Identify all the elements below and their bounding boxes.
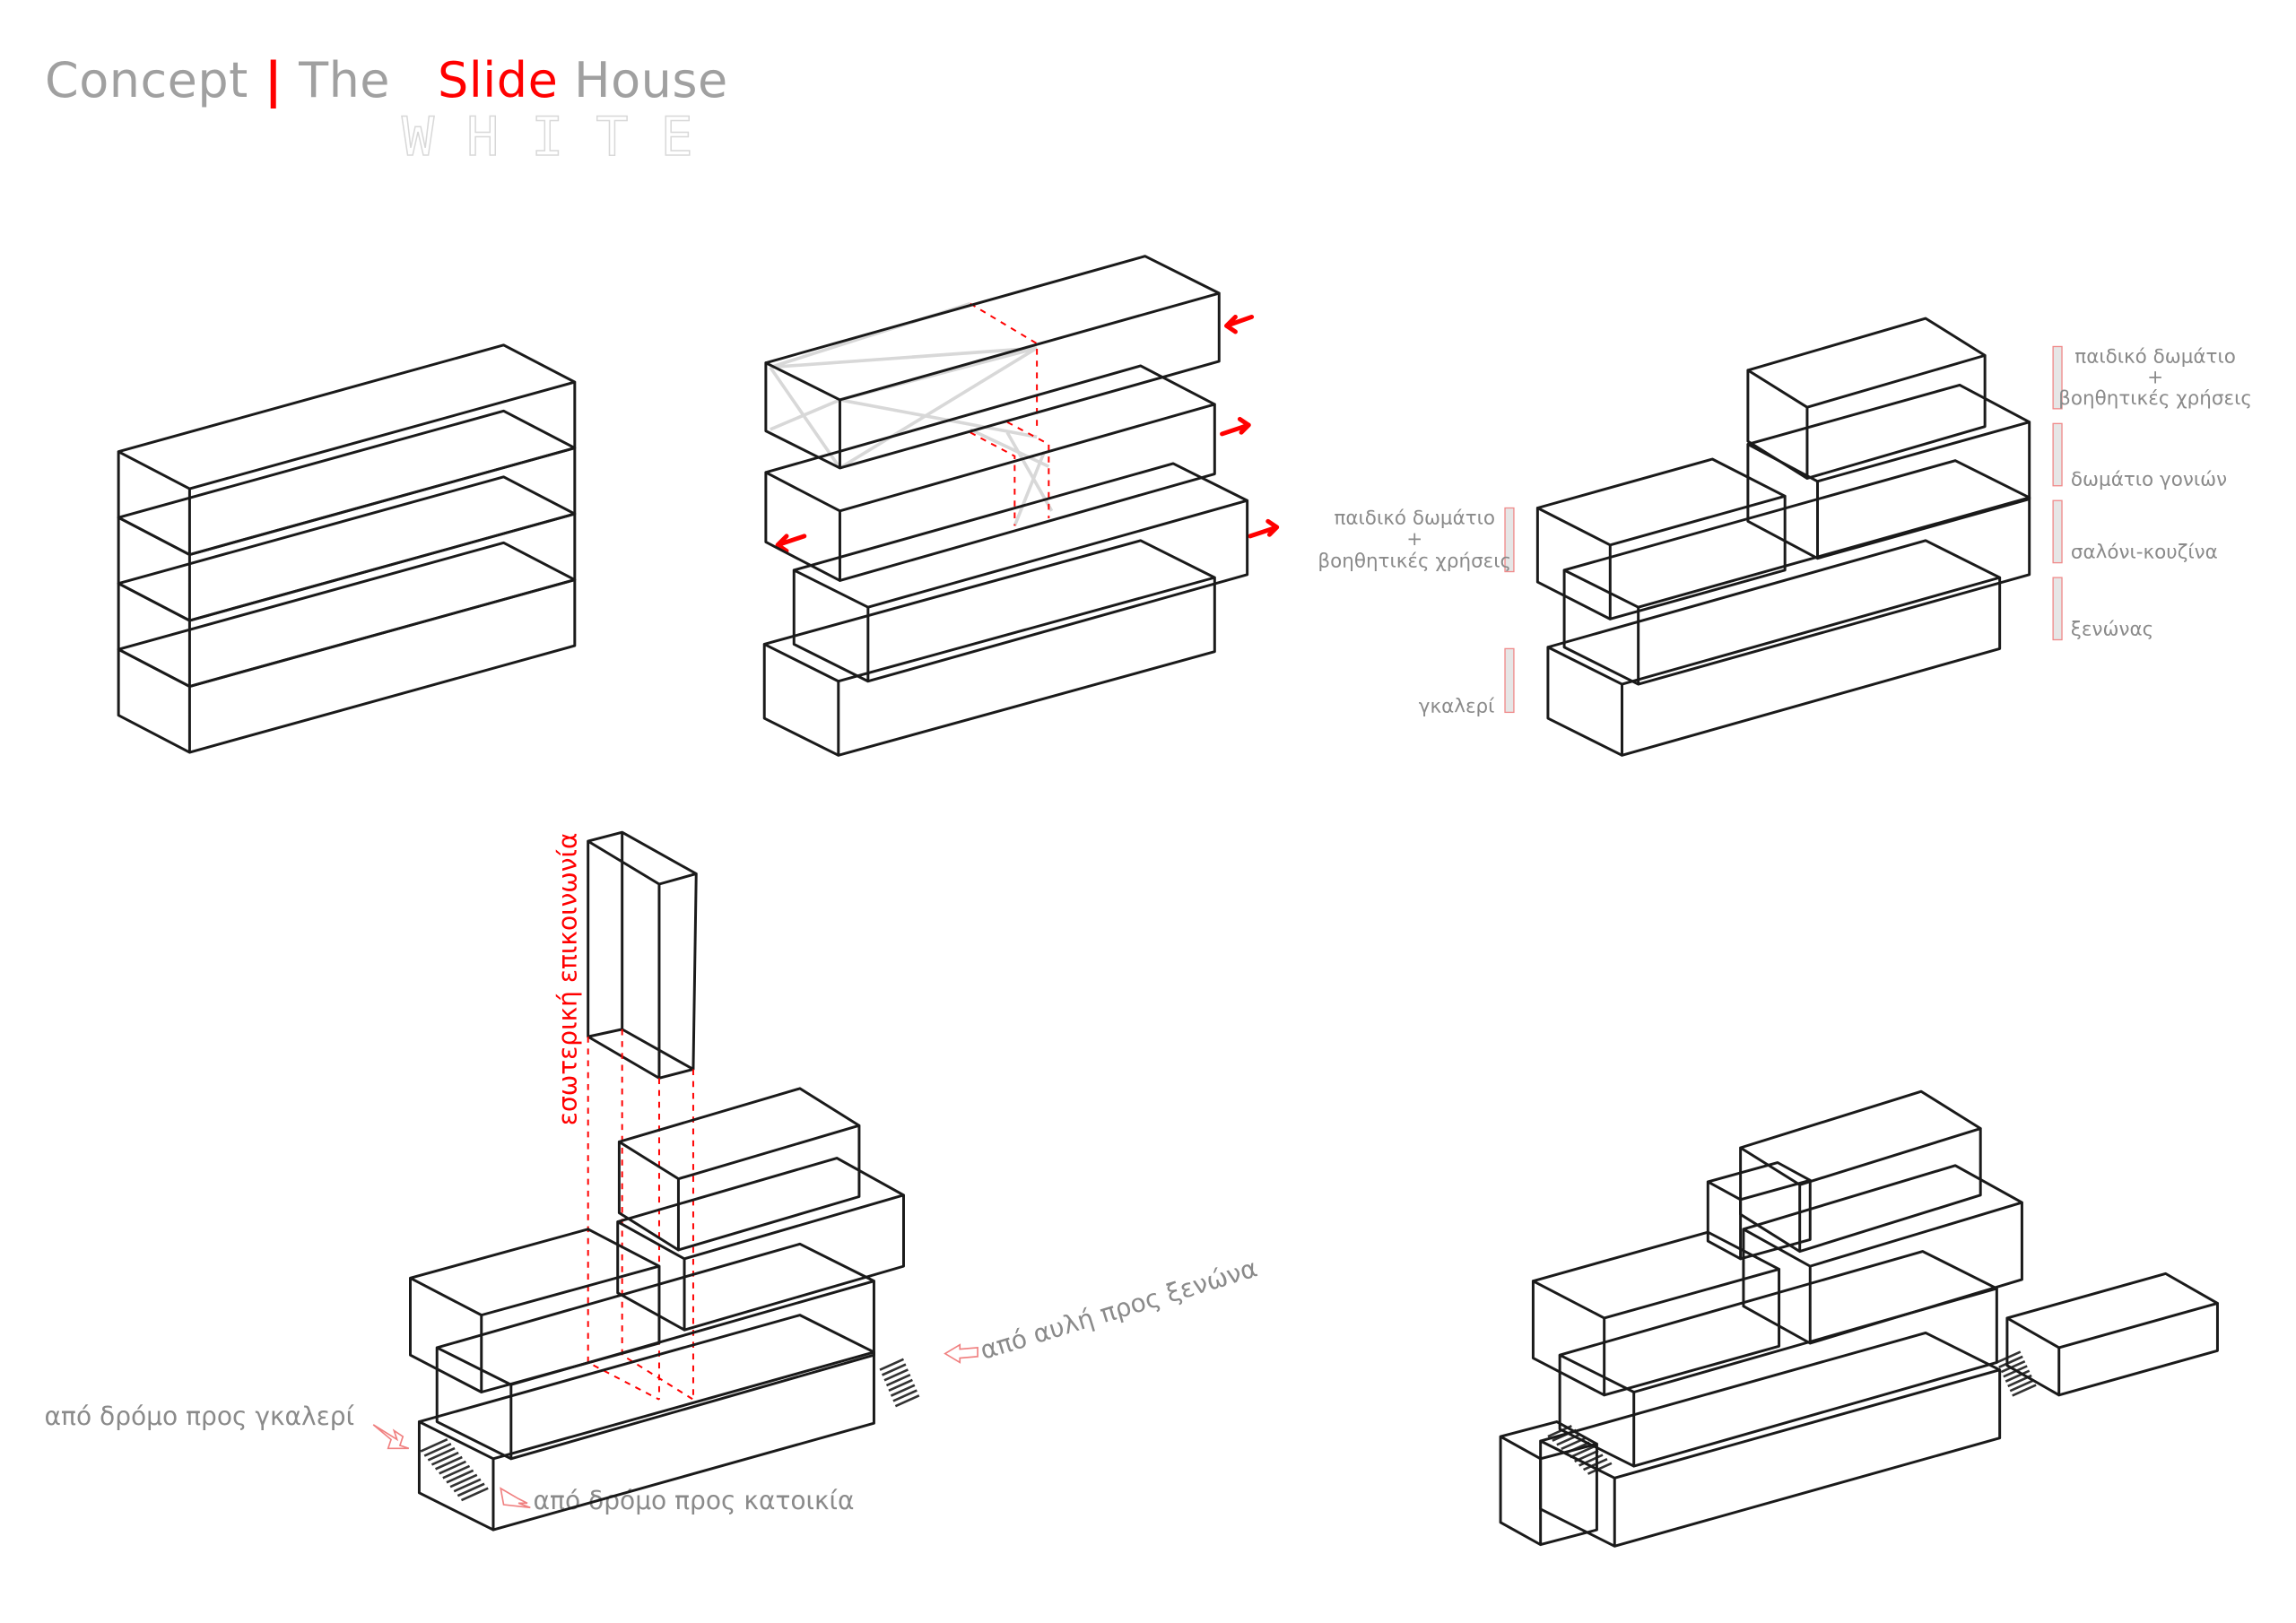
title-the: The [299, 52, 391, 108]
building-volume [1535, 457, 1787, 621]
hatch-line [888, 1378, 913, 1393]
building-volume [762, 539, 1216, 757]
red-dashed-cut [970, 302, 1050, 526]
ghost-diagonal [769, 301, 1054, 526]
building-volume [117, 541, 577, 754]
diagram-program: παιδικό δωμάτιο + βοηθητικές χρήσεις δωμ… [1318, 317, 2252, 757]
building-volume [616, 1157, 905, 1332]
building-volume [117, 409, 577, 622]
hatch-line [439, 1460, 466, 1475]
hatch-line [1556, 1433, 1581, 1446]
hatch-line [1570, 1445, 1595, 1459]
building-volume [792, 462, 1249, 683]
hatch-line [1583, 1457, 1608, 1471]
diagram-final-massing [1499, 1089, 2219, 1548]
building-volume [764, 364, 1216, 582]
hatch-line [885, 1373, 911, 1387]
building-volume [1539, 1331, 2002, 1548]
hatch-line [1587, 1462, 1613, 1475]
hatch-line [449, 1473, 478, 1488]
building-volume [1746, 317, 1987, 480]
label-child-room-left: παιδικό δωμάτιο [1334, 508, 1495, 530]
building-volume [1706, 1161, 1812, 1261]
label-bar [1504, 647, 1515, 714]
label-entry-guest: από αυλή προς ξενώνα [977, 1253, 1261, 1365]
hatch-line [894, 1394, 920, 1408]
hatch-line [1996, 1350, 2022, 1364]
building-volume [1562, 459, 2031, 686]
label-aux-uses: βοηθητικές χρήσεις [2058, 387, 2252, 410]
hatch-line [2005, 1369, 2031, 1383]
label-child-room: παιδικό δωμάτιο [2074, 346, 2236, 369]
building-volume [417, 1314, 875, 1532]
label-plus: + [2147, 367, 2163, 389]
label-plus: + [1406, 528, 1422, 551]
hatch-line [430, 1451, 459, 1466]
arrow-icon [775, 534, 807, 553]
entry-arrow-icon [500, 1487, 531, 1509]
label-bar [2052, 345, 2063, 410]
label-guest-room: ξενώνας [2071, 619, 2153, 641]
building-volume [1746, 383, 2031, 560]
arrow-icon [1248, 518, 1280, 539]
label-entry-home: από δρόμο προς κατοικία [534, 1486, 855, 1515]
building-volume [1499, 1420, 1598, 1547]
label-bar [2052, 422, 2063, 487]
building-volume [1739, 1089, 1982, 1254]
label-bar [2052, 577, 2063, 641]
label-bar [2052, 499, 2063, 564]
hatch-line [2000, 1359, 2026, 1374]
label-living-kitchen: σαλόνι-κουζίνα [2071, 542, 2218, 564]
title-slide: Slide [438, 52, 559, 108]
entry-arrow-icon [944, 1343, 978, 1364]
hatch-line [435, 1455, 463, 1471]
hatch-line [453, 1478, 482, 1493]
hatch-line [2009, 1379, 2035, 1393]
entry-arrow-icon [372, 1424, 410, 1450]
building-volume [617, 1087, 861, 1252]
arrow-icon [1224, 314, 1255, 334]
building-volume [117, 475, 577, 689]
hatch-line [1578, 1454, 1604, 1467]
hatch-line [460, 1487, 489, 1502]
building-volume [117, 343, 577, 557]
hatch-line [442, 1464, 471, 1480]
diagram-sliding-volumes [762, 255, 1280, 757]
building-volume [409, 1228, 661, 1393]
building-volume [1546, 539, 2002, 757]
hatch-line [427, 1446, 456, 1462]
label-internal-communication: εσωτερική επικοινωνία [552, 833, 582, 1126]
label-parents-room: δωμάτιο γονιών [2071, 469, 2227, 491]
label-bar [1504, 507, 1515, 573]
diagram-stacked-volumes [117, 343, 577, 754]
hatch-line [892, 1389, 918, 1402]
vertical-core-volume [587, 830, 698, 1080]
entrance-hatching [420, 1358, 920, 1502]
hatch-line [420, 1437, 448, 1453]
label-entry-gallery: από δρόμο προς γκαλερί [45, 1402, 355, 1431]
hatch-line [890, 1384, 916, 1397]
title-concept: Concept [45, 52, 248, 108]
building-volume [1531, 1230, 1781, 1397]
hatch-line [423, 1442, 452, 1457]
building-volume [764, 255, 1221, 470]
arrow-icon [1220, 416, 1251, 437]
diagram-circulation: εσωτερική επικοινωνία από δρόμο προς γκα… [45, 830, 1261, 1532]
page-title: Concept | The Slide House [45, 52, 728, 108]
hatch-line [881, 1363, 907, 1376]
building-volume [2005, 1271, 2219, 1397]
hatch-line [883, 1368, 909, 1382]
hatch-line [446, 1469, 474, 1484]
label-gallery: γκαλερί [1419, 695, 1495, 717]
title-house: House [573, 52, 728, 108]
title-separator: | [264, 52, 283, 108]
hatch-line [879, 1358, 905, 1371]
building-volume [435, 1242, 875, 1461]
hatch-line [1998, 1355, 2023, 1368]
label-aux-uses-left: βοηθητικές χρήσεις [1318, 551, 1511, 573]
hatch-line [457, 1482, 485, 1497]
hatch-line [2012, 1384, 2037, 1397]
title-overlay-white: WHITE [401, 105, 726, 169]
